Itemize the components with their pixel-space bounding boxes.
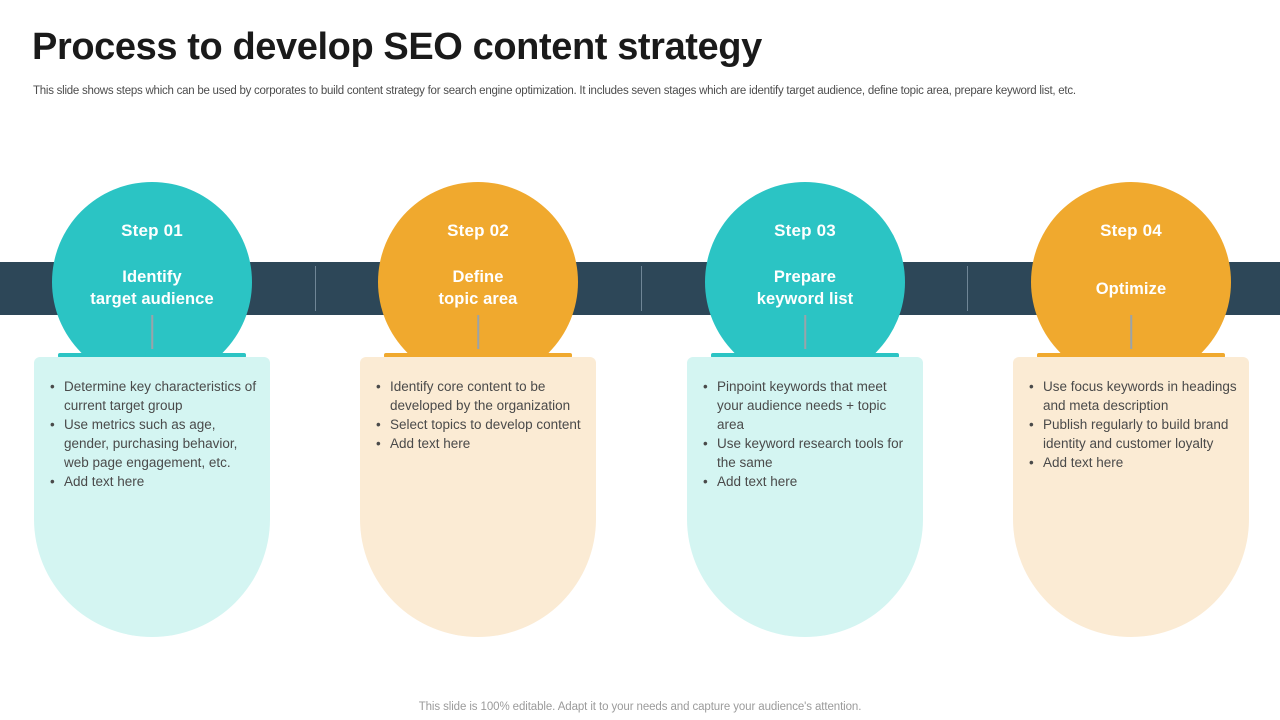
bullet-icon: •	[703, 379, 708, 394]
page-subtitle: This slide shows steps which can be used…	[33, 85, 1076, 97]
step-badge-4: Step 04	[1100, 221, 1162, 240]
list-item: • Add text here	[42, 472, 262, 491]
step-card-4[interactable]: • Use focus keywords in headings and meta…	[1013, 357, 1249, 637]
bullet-icon: •	[703, 436, 708, 451]
step-column-1[interactable]: Step 01 Identify target audience • Determ…	[0, 0, 312, 720]
step-title-3: Prepare keyword list	[645, 266, 965, 310]
list-item: • Pinpoint keywords that meet your audien…	[695, 377, 915, 434]
list-item: • Use keyword research tools for the same	[695, 434, 915, 472]
step-bullet-list-4: • Use focus keywords in headings and meta…	[1021, 377, 1241, 472]
bullet-icon: •	[376, 417, 381, 432]
bullet-text: Add text here	[717, 474, 798, 489]
list-item: • Determine key characteristics of curren…	[42, 377, 262, 415]
list-item: • Publish regularly to build brand identi…	[1021, 415, 1241, 453]
bullet-text: Pinpoint keywords that meet your audienc…	[717, 379, 887, 432]
step-connector-1	[151, 315, 153, 357]
list-item: • Add text here	[1021, 453, 1241, 472]
bullet-icon: •	[50, 379, 55, 394]
list-item: • Identify core content to be developed b…	[368, 377, 588, 415]
bullet-icon: •	[50, 417, 55, 432]
step-badge-3: Step 03	[774, 221, 836, 240]
footer-note: This slide is 100% editable. Adapt it to…	[418, 701, 862, 713]
step-title-1-line1: Identify	[122, 268, 182, 286]
step-column-4[interactable]: Step 04 Optimize • Use focus keywords in …	[971, 0, 1280, 720]
step-badge-2: Step 02	[447, 221, 509, 240]
list-item: • Add text here	[368, 434, 588, 453]
banner-divider-1	[315, 266, 316, 311]
step-badge-1: Step 01	[121, 221, 183, 240]
banner-divider-3	[967, 266, 968, 311]
bullet-icon: •	[1029, 455, 1034, 470]
step-title-4-line1: Optimize	[1095, 280, 1167, 298]
bullet-text: Add text here	[1043, 455, 1124, 470]
list-item: • Use metrics such as age, gender, purcha…	[42, 415, 262, 472]
step-column-2[interactable]: Step 02 Define topic area • Identify core…	[318, 0, 638, 720]
step-title-2: Define topic area	[318, 266, 638, 310]
list-item: • Use focus keywords in headings and meta…	[1021, 377, 1241, 415]
bullet-text: Add text here	[390, 436, 471, 451]
bullet-text: Add text here	[64, 474, 145, 489]
step-card-2[interactable]: • Identify core content to be developed b…	[360, 357, 596, 637]
banner-divider-2	[641, 266, 642, 311]
step-title-3-line1: Prepare	[773, 268, 837, 286]
bullet-text: Use focus keywords in headings and meta …	[1043, 379, 1237, 413]
bullet-text: Identify core content to be developed by…	[390, 379, 571, 413]
step-title-1-line2: target audience	[90, 290, 214, 308]
step-connector-4	[1130, 315, 1132, 357]
step-bullet-list-2: • Identify core content to be developed b…	[368, 377, 588, 453]
step-connector-2	[477, 315, 479, 357]
list-item: • Select topics to develop content	[368, 415, 588, 434]
step-title-4: Optimize	[971, 278, 1280, 300]
step-title-3-line2: keyword list	[756, 290, 854, 308]
bullet-icon: •	[703, 474, 708, 489]
step-bullet-list-1: • Determine key characteristics of curren…	[42, 377, 262, 491]
bullet-text: Determine key characteristics of current…	[64, 379, 257, 413]
step-title-1: Identify target audience	[0, 266, 312, 310]
step-title-2-line1: Define	[452, 268, 504, 286]
step-card-3[interactable]: • Pinpoint keywords that meet your audien…	[687, 357, 923, 637]
bullet-icon: •	[376, 436, 381, 451]
bullet-text: Use metrics such as age, gender, purchas…	[64, 417, 238, 470]
bullet-icon: •	[1029, 379, 1034, 394]
step-title-2-line2: topic area	[438, 290, 518, 308]
bullet-text: Select topics to develop content	[390, 417, 581, 432]
bullet-text: Use keyword research tools for the same	[717, 436, 904, 470]
bullet-icon: •	[376, 379, 381, 394]
step-bullet-list-3: • Pinpoint keywords that meet your audien…	[695, 377, 915, 491]
step-column-3[interactable]: Step 03 Prepare keyword list • Pinpoint k…	[645, 0, 965, 720]
bullet-icon: •	[1029, 417, 1034, 432]
bullet-icon: •	[50, 474, 55, 489]
page-title: Process to develop SEO content strategy	[32, 26, 762, 68]
step-card-1[interactable]: • Determine key characteristics of curren…	[34, 357, 270, 637]
bullet-text: Publish regularly to build brand identit…	[1043, 417, 1229, 451]
step-connector-3	[804, 315, 806, 357]
list-item: • Add text here	[695, 472, 915, 491]
